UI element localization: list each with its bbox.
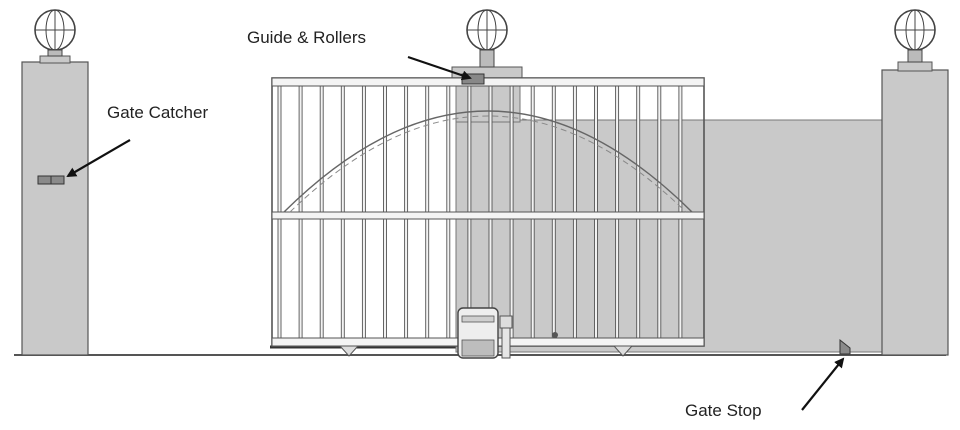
pointer-arrow-icon bbox=[801, 357, 845, 411]
back-wall bbox=[455, 119, 883, 353]
gate-stop-label: Gate Stop bbox=[685, 401, 762, 420]
globe-lamp-icon bbox=[466, 9, 508, 68]
left-pillar bbox=[21, 55, 89, 356]
globe-lamp-icon bbox=[34, 9, 76, 57]
pointer-arrow-icon bbox=[66, 139, 131, 178]
sliding-gate bbox=[271, 77, 705, 357]
guide-rollers-label: Guide & Rollers bbox=[247, 28, 367, 47]
gate-catcher-label: Gate Catcher bbox=[107, 103, 209, 122]
gate-stop bbox=[839, 338, 851, 355]
gate-motor-icon bbox=[457, 307, 513, 359]
globe-lamp-icon bbox=[894, 9, 936, 63]
right-pillar bbox=[881, 61, 949, 356]
pointer-arrow-icon bbox=[407, 55, 472, 81]
